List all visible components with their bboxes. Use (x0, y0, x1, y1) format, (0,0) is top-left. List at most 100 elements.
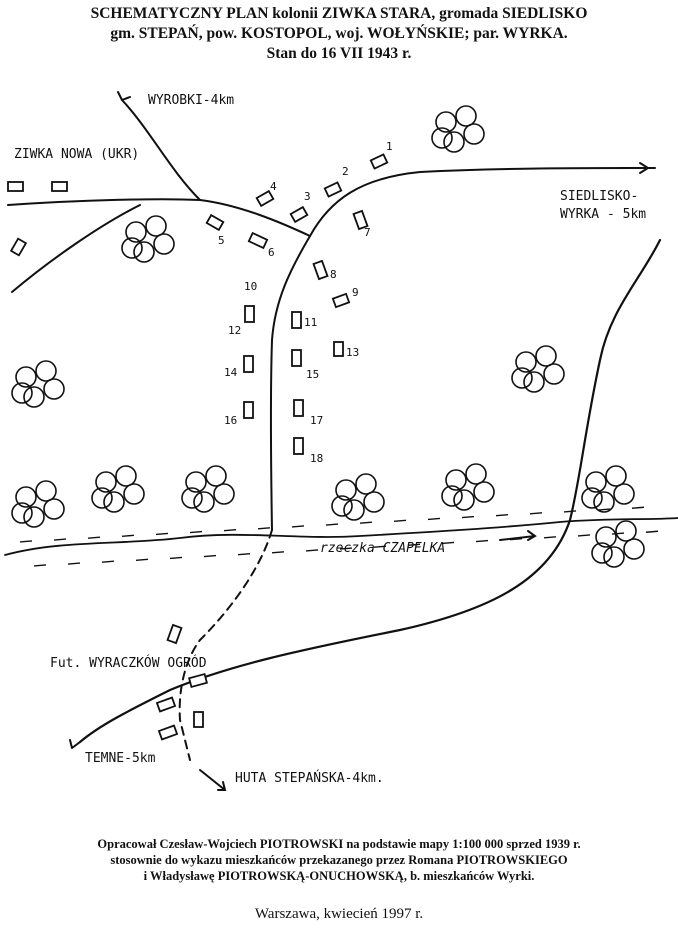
title-line-2: gm. STEPAŃ, pow. KOSTOPOL, woj. WOŁYŃSKI… (110, 25, 568, 42)
road-wyrobki (121, 99, 201, 201)
house-number: 9 (352, 286, 359, 299)
marsh-dash (611, 532, 625, 535)
marsh-dash (359, 521, 373, 524)
house (291, 311, 302, 329)
road-village (269, 235, 311, 531)
house (205, 213, 225, 232)
tree-cluster (331, 473, 385, 521)
marsh-dash (563, 510, 577, 513)
house (193, 711, 204, 728)
house (289, 205, 309, 224)
marsh-dash (577, 534, 591, 537)
house (243, 355, 254, 373)
house (352, 209, 369, 231)
label-wyraczkow-ogrod: Fut. WYRACZKÓW OGRÓD (50, 655, 207, 671)
marsh-dash (441, 541, 455, 545)
tree-cluster (11, 480, 65, 528)
tree-cluster (11, 360, 65, 408)
house (244, 305, 255, 323)
marsh-dash (203, 554, 217, 558)
marsh-dash (597, 508, 611, 511)
marsh-dash (529, 512, 543, 515)
marsh-dash (509, 538, 523, 541)
house-number: 18 (310, 452, 323, 465)
house (51, 181, 68, 192)
house (155, 696, 177, 713)
marsh-dash (291, 525, 305, 528)
label-ziwka-nowa: ZIWKA NOWA (UKR) (14, 147, 139, 162)
house-number: 14 (224, 366, 238, 379)
house-number: 17 (310, 414, 323, 427)
credits-line-2: stosownie do wykazu mieszkańców przekaza… (110, 853, 568, 867)
marsh-dash (271, 551, 285, 554)
house-number: 5 (218, 234, 225, 247)
house-number: 4 (270, 180, 277, 193)
tree-cluster (581, 465, 635, 513)
house (9, 237, 28, 257)
house-number: 13 (346, 346, 359, 359)
house-number: 1 (386, 140, 393, 153)
house-number: 6 (268, 246, 275, 259)
marsh-dash (305, 549, 319, 552)
marsh-dash (33, 564, 47, 567)
marsh-dash (495, 514, 509, 517)
house-number: 3 (304, 190, 311, 203)
marsh-dash (189, 530, 203, 534)
marsh-dash (339, 547, 353, 550)
house (255, 189, 275, 208)
label-wyrobki: WYROBKI-4km (148, 93, 234, 108)
house-number: 15 (306, 368, 319, 381)
marsh-dash (169, 556, 183, 560)
tree-cluster (591, 520, 645, 568)
road-south-dashed (178, 529, 273, 761)
marsh-dash (19, 540, 33, 543)
house (293, 437, 304, 455)
house (331, 292, 351, 309)
house (323, 181, 343, 198)
tree-cluster (91, 465, 145, 513)
marsh-dash (461, 515, 475, 519)
house-number: 2 (342, 165, 349, 178)
label-huta-stepanska: HUTA STEPAŃSKA-4km. (235, 770, 384, 786)
tree-cluster (431, 105, 485, 153)
marsh-dash (645, 530, 659, 533)
marsh-dash (373, 545, 387, 548)
house-number: 11 (304, 316, 317, 329)
marsh-dash (135, 558, 149, 561)
credits-line-1: Opracował Czesław-Wojciech PIOTROWSKI na… (97, 837, 581, 851)
marsh-dash (427, 517, 441, 521)
house (188, 672, 208, 689)
house (247, 231, 269, 250)
house-number: 16 (224, 414, 237, 427)
label-siedlisko: SIEDLISKO- (560, 189, 638, 204)
house (166, 623, 183, 645)
label-wyrka: WYRKA - 5km (560, 207, 646, 222)
river-czapelka (4, 517, 678, 556)
house-number: 8 (330, 268, 337, 281)
title-date: Stan do 16 VII 1943 r. (266, 45, 412, 62)
marsh-dash (475, 539, 489, 543)
title-line-1: SCHEMATYCZNY PLAN kolonii ZIWKA STARA, g… (90, 5, 588, 22)
house (333, 341, 344, 357)
marsh-dash (67, 562, 81, 565)
road-ziwka-nowa (7, 198, 311, 237)
marsh-dash (121, 534, 135, 537)
tree-cluster (511, 345, 565, 393)
tree-cluster (181, 465, 235, 513)
credits-line-3: i Władysławę PIOTROWSKĄ-ONUCHOWSKĄ, b. m… (143, 869, 535, 883)
tree-cluster (441, 463, 495, 511)
marsh-dash (87, 536, 101, 539)
marsh-dash (325, 523, 339, 526)
road-east (78, 238, 662, 744)
marsh-dash (53, 538, 67, 541)
house (312, 259, 329, 281)
house (157, 724, 179, 741)
house (243, 401, 254, 419)
marsh-dash (393, 519, 407, 523)
marsh-dash (257, 527, 271, 530)
tree-cluster (121, 215, 175, 263)
place-date: Warszawa, kwiecień 1997 r. (254, 906, 424, 922)
house (291, 349, 302, 367)
marsh-dash (155, 532, 169, 536)
